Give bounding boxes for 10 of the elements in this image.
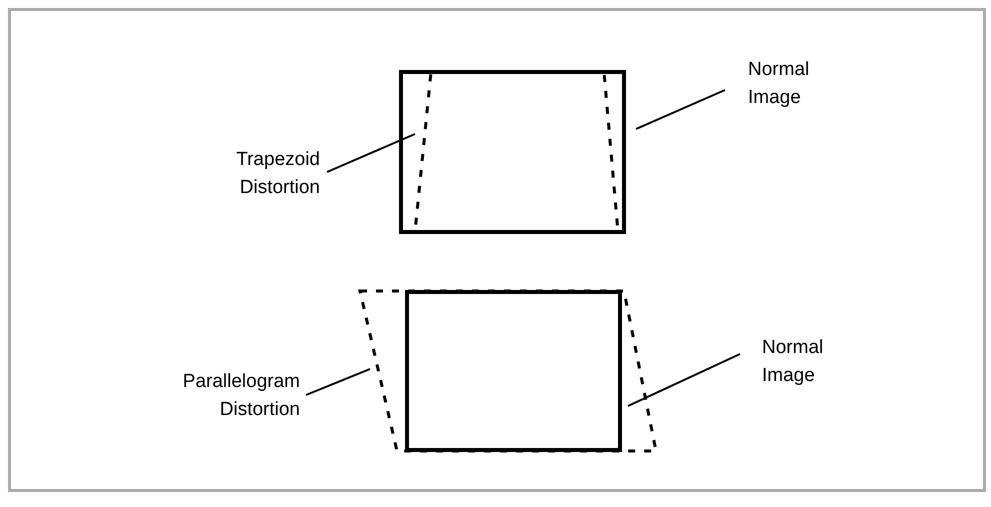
callout-label: Normal Image: [762, 334, 842, 390]
leader-line: [636, 89, 726, 130]
parallelogram-outline: [358, 290, 658, 452]
leader-line: [306, 368, 370, 396]
callout-label: Parallelogram Distortion: [150, 368, 300, 424]
callout-label: Trapezoid Distortion: [200, 146, 320, 202]
image-rectangle: [405, 290, 622, 452]
callout-label: Normal Image: [748, 56, 828, 112]
leader-line: [628, 353, 740, 407]
leader-line: [326, 133, 416, 173]
